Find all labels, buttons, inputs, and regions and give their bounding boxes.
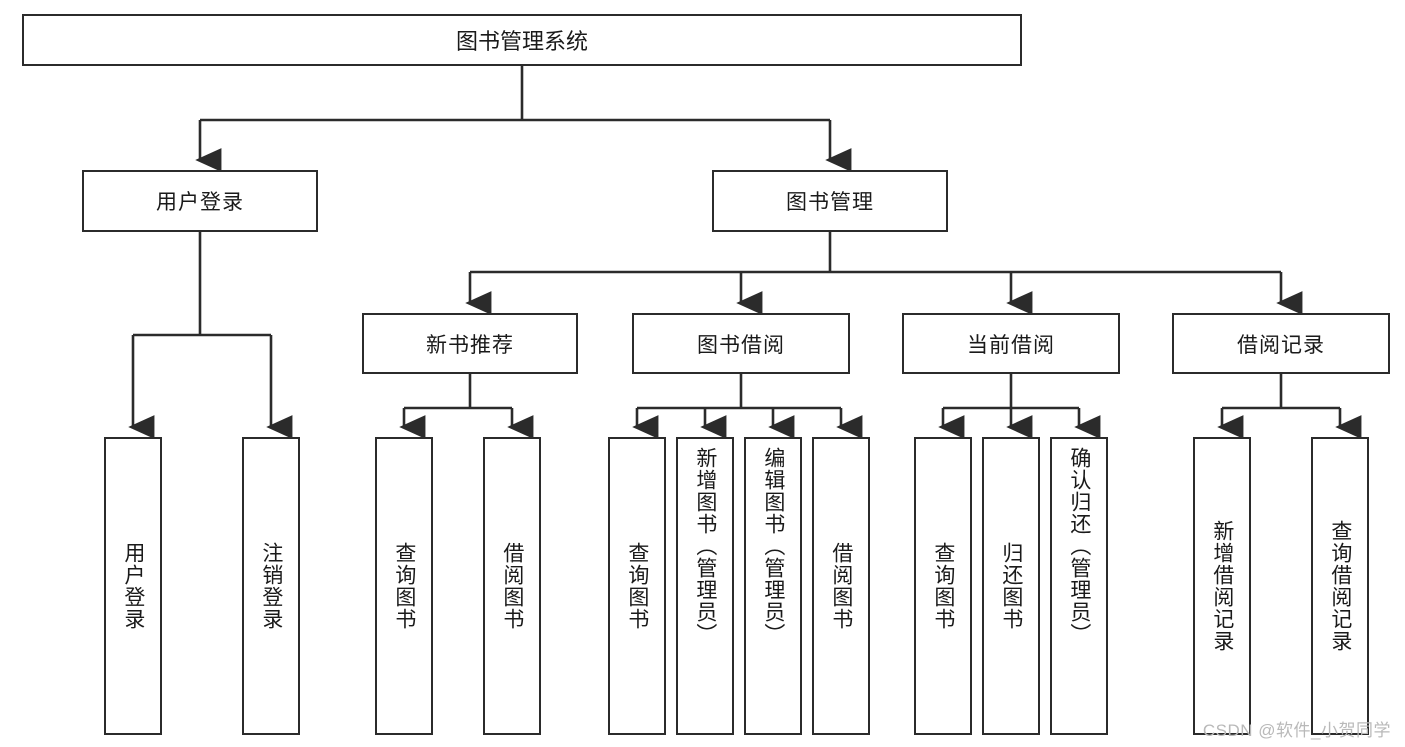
leaf-user-login-label: 用户登录 xyxy=(121,542,145,630)
leaf-query-borrow-record[interactable]: 查询借阅记录 xyxy=(1311,437,1369,735)
leaf-logout-login-label: 注销登录 xyxy=(259,542,283,630)
node-new-book-recommend[interactable]: 新书推荐 xyxy=(362,313,578,374)
node-current-borrow-label: 当前借阅 xyxy=(967,333,1055,357)
leaf-borrow-book-1[interactable]: 借阅图书 xyxy=(483,437,541,735)
csdn-watermark: CSDN @软件_小贺同学 xyxy=(1202,721,1391,740)
node-current-borrow[interactable]: 当前借阅 xyxy=(902,313,1120,374)
leaf-query-book-1-label: 查询图书 xyxy=(392,542,416,630)
leaf-query-borrow-record-label: 查询借阅记录 xyxy=(1328,520,1352,652)
leaf-borrow-book-2-label: 借阅图书 xyxy=(829,542,853,630)
leaf-add-book-label: 新增图书（管理员） xyxy=(693,447,717,645)
node-book-management-label: 图书管理 xyxy=(786,191,874,214)
leaf-edit-book[interactable]: 编辑图书（管理员） xyxy=(744,437,802,735)
node-root-label: 图书管理系统 xyxy=(455,29,588,54)
node-user-login[interactable]: 用户登录 xyxy=(82,170,318,232)
leaf-edit-book-label: 编辑图书（管理员） xyxy=(761,447,785,645)
leaf-return-book-label: 归还图书 xyxy=(999,542,1023,630)
leaf-add-book[interactable]: 新增图书（管理员） xyxy=(676,437,734,735)
node-borrow-record[interactable]: 借阅记录 xyxy=(1172,313,1390,374)
leaf-add-borrow-record-label: 新增借阅记录 xyxy=(1210,520,1234,652)
leaf-add-borrow-record[interactable]: 新增借阅记录 xyxy=(1193,437,1251,735)
leaf-user-login[interactable]: 用户登录 xyxy=(104,437,162,735)
node-book-management[interactable]: 图书管理 xyxy=(712,170,948,232)
leaf-query-book-3[interactable]: 查询图书 xyxy=(914,437,972,735)
leaf-query-book-3-label: 查询图书 xyxy=(931,542,955,630)
leaf-query-book-1[interactable]: 查询图书 xyxy=(375,437,433,735)
node-root-system[interactable]: 图书管理系统 xyxy=(22,14,1022,66)
node-book-borrow[interactable]: 图书借阅 xyxy=(632,313,850,374)
leaf-confirm-return-label: 确认归还（管理员） xyxy=(1067,447,1091,645)
leaf-query-book-2[interactable]: 查询图书 xyxy=(608,437,666,735)
node-new-book-recommend-label: 新书推荐 xyxy=(426,333,514,357)
node-borrow-record-label: 借阅记录 xyxy=(1237,333,1325,357)
leaf-borrow-book-1-label: 借阅图书 xyxy=(500,542,524,630)
leaf-logout-login[interactable]: 注销登录 xyxy=(242,437,300,735)
leaf-confirm-return[interactable]: 确认归还（管理员） xyxy=(1050,437,1108,735)
leaf-return-book[interactable]: 归还图书 xyxy=(982,437,1040,735)
node-user-login-label: 用户登录 xyxy=(156,191,244,214)
node-book-borrow-label: 图书借阅 xyxy=(697,333,785,357)
leaf-borrow-book-2[interactable]: 借阅图书 xyxy=(812,437,870,735)
leaf-query-book-2-label: 查询图书 xyxy=(625,542,649,630)
